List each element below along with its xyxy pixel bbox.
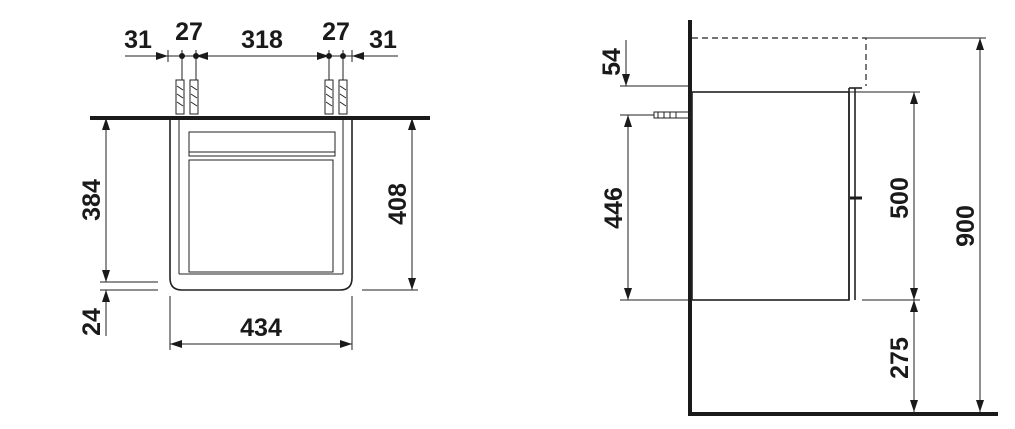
dim-front-width: 434 [240,314,282,342]
dim-front-top-a: 31 [124,26,152,54]
drawer-front [188,131,336,157]
dim-side-floor-clearance: 275 [886,337,914,379]
dim-front-left-height: 384 [78,179,106,221]
countertop-dashed [692,37,867,86]
dim-front-right-height: 408 [384,183,412,225]
dim-front-top-d: 27 [322,18,350,46]
dim-side-total-height: 900 [952,205,980,247]
side-view: 54 446 500 275 900 [598,20,998,416]
dim-side-cabinet-height: 500 [886,177,914,219]
cabinet-outline [169,120,353,291]
dim-front-top-c: 318 [241,26,283,54]
front-view: 31 27 318 27 31 384 24 408 434 [78,18,430,350]
bolt-icon [653,111,691,119]
dim-front-top-e: 31 [369,26,397,54]
dim-front-bottom-offset: 24 [78,308,106,336]
dim-side-mount-height: 446 [600,187,628,229]
cabinet-body [188,159,334,273]
side-cabinet [691,91,850,301]
anchor-icon [175,79,348,115]
dim-front-top-b: 27 [175,18,203,46]
dim-side-gap: 54 [598,48,626,76]
